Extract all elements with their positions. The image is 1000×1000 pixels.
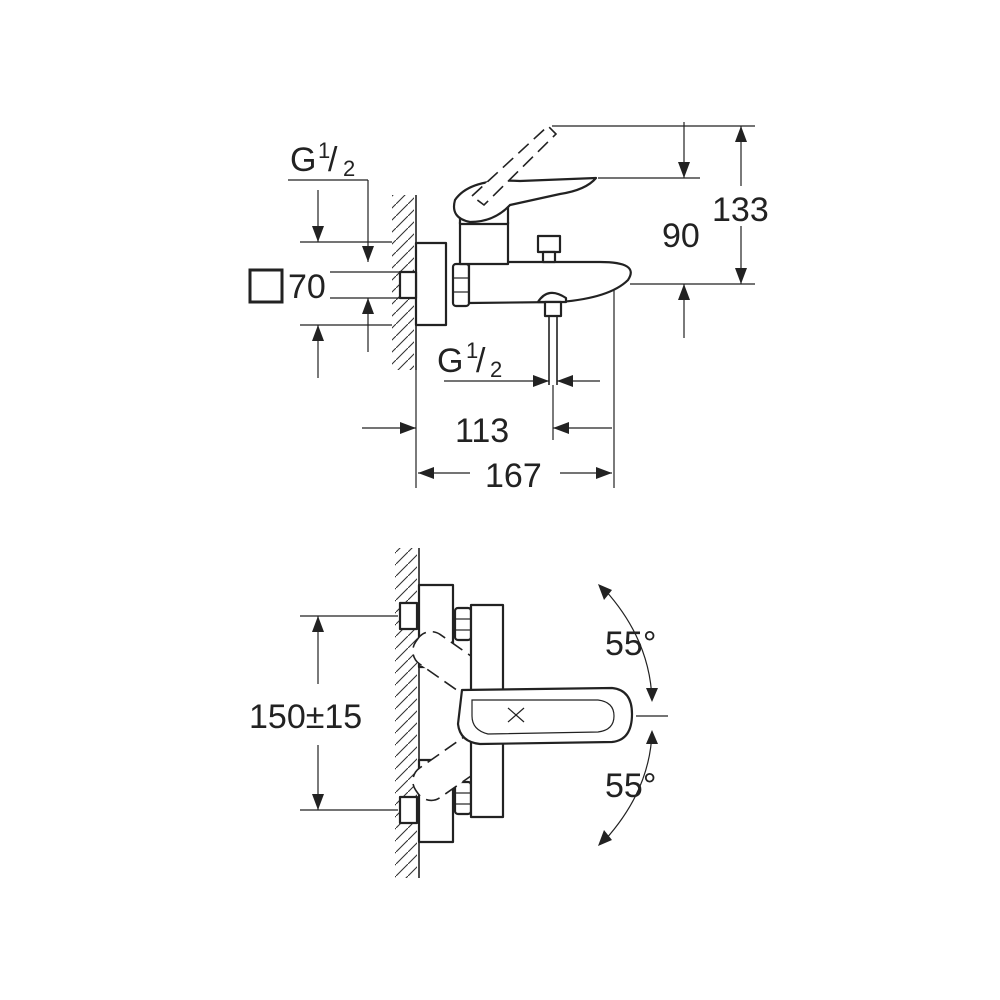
spout-projection-dimension: 113 <box>362 370 612 488</box>
outlet-thread-numerator: 1 <box>466 338 478 363</box>
inlet-thread-letter: G <box>290 141 316 179</box>
inlet-thread-slash: / <box>328 141 338 179</box>
cover-height-dimension <box>300 190 400 378</box>
outlet-thread-denominator: 2 <box>490 357 502 382</box>
angle-down-value: 55° <box>605 767 656 805</box>
inlet-thread-callout: G 1 / 2 <box>288 138 374 262</box>
outlet-thread-letter: G <box>437 342 463 380</box>
total-depth-value: 167 <box>485 457 542 495</box>
height-dimensions: 90 133 <box>552 122 769 338</box>
outlet-thread-slash: / <box>476 342 486 380</box>
centres-dimension: 150±15 <box>249 615 398 811</box>
inlet-thread-numerator: 1 <box>318 138 330 163</box>
total-height-value: 133 <box>712 191 769 229</box>
outlet-thread-callout: G 1 / 2 <box>437 338 600 387</box>
front-wall <box>395 548 420 878</box>
cover-square-value: 70 <box>288 268 326 306</box>
cover-square-callout: 70 <box>248 268 326 306</box>
centres-value: 150±15 <box>249 698 362 736</box>
front-view: 150±15 55° 55° <box>249 548 668 878</box>
total-depth-dimension: 167 <box>418 290 615 495</box>
front-mixer-outline <box>398 583 634 844</box>
angle-annotations: 55° 55° <box>598 584 668 846</box>
spout-projection-value: 113 <box>455 412 509 450</box>
side-view: G 1 / 2 70 G 1 <box>248 122 769 495</box>
inlet-thread-denominator: 2 <box>343 156 355 181</box>
spout-height-value: 90 <box>662 217 700 255</box>
side-mixer-outline <box>398 124 632 385</box>
angle-up-value: 55° <box>605 625 656 663</box>
